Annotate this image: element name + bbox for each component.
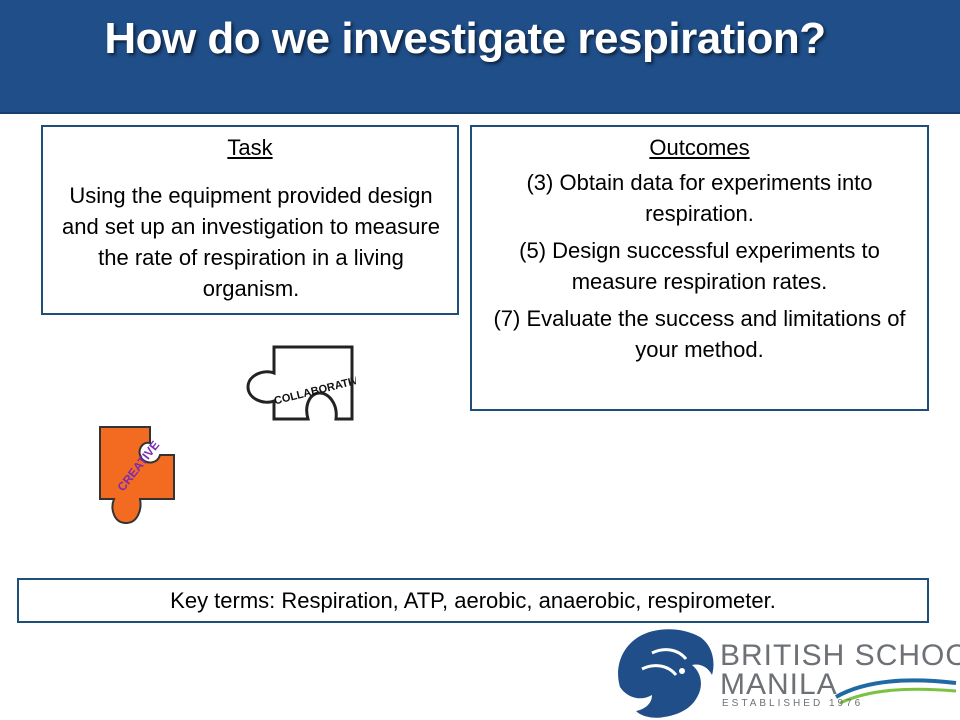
school-logo: BRITISH SCHOOL MANILA ESTABLISHED 1976 xyxy=(612,625,960,720)
collaborative-puzzle-icon: COLLABORATIVE xyxy=(246,345,356,421)
logo-text-line2: MANILA xyxy=(720,668,838,701)
outcome-item: (5) Design successful experiments to mea… xyxy=(519,238,880,294)
wave-icon xyxy=(835,678,957,705)
outcomes-box: Outcomes (3) Obtain data for experiments… xyxy=(470,125,929,411)
creative-puzzle-icon: CREATIVE xyxy=(99,426,175,525)
lion-head-icon xyxy=(618,629,714,718)
title-banner: How do we investigate respiration? xyxy=(0,0,960,114)
outcome-item: (7) Evaluate the success and limitations… xyxy=(493,306,906,362)
outcomes-heading: Outcomes xyxy=(649,135,750,160)
slide-title: How do we investigate respiration? xyxy=(104,14,826,63)
key-terms-box: Key terms: Respiration, ATP, aerobic, an… xyxy=(17,578,929,623)
task-box: Task Using the equipment provided design… xyxy=(41,125,459,315)
key-terms-text: Key terms: Respiration, ATP, aerobic, an… xyxy=(170,588,776,613)
outcome-item: (3) Obtain data for experiments into res… xyxy=(526,170,873,226)
logo-text-line1: BRITISH SCHOOL xyxy=(720,639,960,672)
task-heading: Task xyxy=(227,135,273,160)
task-text: Using the equipment provided design and … xyxy=(62,183,440,301)
logo-established: ESTABLISHED 1976 xyxy=(722,698,864,709)
